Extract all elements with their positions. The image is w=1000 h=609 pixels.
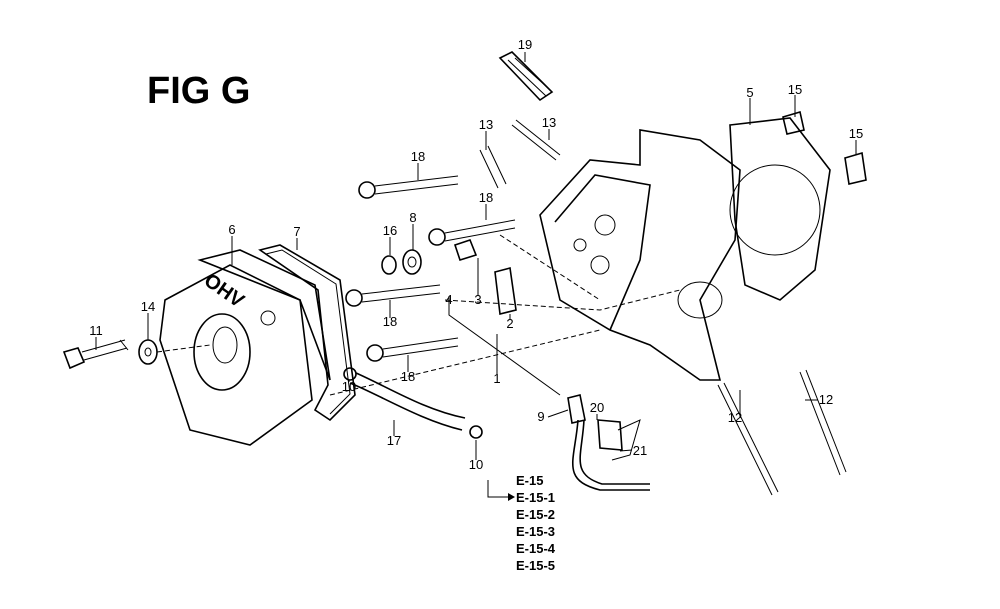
callout-10: 10 (469, 457, 483, 472)
figure-title: FIG G (147, 70, 250, 112)
ref-e-15[interactable]: E-15 (516, 473, 543, 488)
callout-17: 17 (387, 433, 401, 448)
callout-11: 11 (89, 323, 103, 338)
callout-5: 5 (746, 85, 753, 100)
callout-15: 15 (849, 126, 863, 141)
callout-18: 18 (411, 149, 425, 164)
callout-13: 13 (479, 117, 493, 132)
callout-19: 19 (518, 37, 532, 52)
cylinder-head (539, 129, 741, 381)
callout-7: 7 (293, 224, 300, 239)
callout-9: 9 (537, 409, 544, 424)
callout-1: 1 (493, 371, 500, 386)
dowel-3 (453, 239, 478, 261)
ref-e-15-3[interactable]: E-15-3 (516, 524, 555, 539)
breather-tube (349, 372, 466, 431)
callout-4: 4 (445, 292, 452, 307)
leader-lines (95, 52, 857, 501)
valve-cover-gasket (258, 244, 356, 422)
bolt-18-mid (428, 219, 516, 246)
callout-6: 6 (228, 222, 235, 237)
callout-8: 8 (409, 210, 416, 225)
callout-12: 12 (819, 392, 833, 407)
ref-e-15-2[interactable]: E-15-2 (516, 507, 555, 522)
callout-18: 18 (479, 190, 493, 205)
stud-12 (717, 369, 847, 496)
callout-16: 16 (383, 223, 397, 238)
callout-3: 3 (474, 292, 481, 307)
callout-14: 14 (141, 299, 155, 314)
callout-18: 18 (401, 369, 415, 384)
stud-13 (479, 119, 561, 189)
bolt-18-low (345, 284, 441, 307)
seal-8 (402, 249, 422, 275)
oil-sensor (567, 394, 650, 491)
dowel-15b (844, 151, 867, 185)
clamp-10 (343, 367, 483, 439)
cross-references: E-15 E-15-1 E-15-2 E-15-3 E-15-4 E-15-5 (516, 473, 556, 573)
washer-14 (138, 339, 158, 365)
ref-e-15-5[interactable]: E-15-5 (516, 558, 555, 573)
dowel-2 (494, 266, 517, 315)
valve-cover: OHV (159, 249, 331, 446)
callout-20: 20 (590, 400, 604, 415)
bolt-18-bottom (366, 337, 459, 362)
callout-15: 15 (788, 82, 802, 97)
seal-16 (381, 255, 397, 275)
callout-21: 21 (633, 443, 647, 458)
ref-e-15-1[interactable]: E-15-1 (516, 490, 555, 505)
bolt-18-top (358, 175, 459, 199)
callout-10: 10 (342, 379, 356, 394)
dowel-15a (782, 110, 805, 135)
head-gasket (729, 117, 831, 301)
bolt-11 (62, 339, 129, 370)
callout-labels: 19 5 15 15 13 13 18 18 16 8 6 7 14 11 4 … (89, 37, 863, 472)
ref-e-15-4[interactable]: E-15-4 (516, 541, 556, 556)
callout-18: 18 (383, 314, 397, 329)
spark-plug (498, 51, 554, 102)
callout-12: 12 (728, 410, 742, 425)
callout-13: 13 (542, 115, 556, 130)
callout-2: 2 (506, 316, 513, 331)
